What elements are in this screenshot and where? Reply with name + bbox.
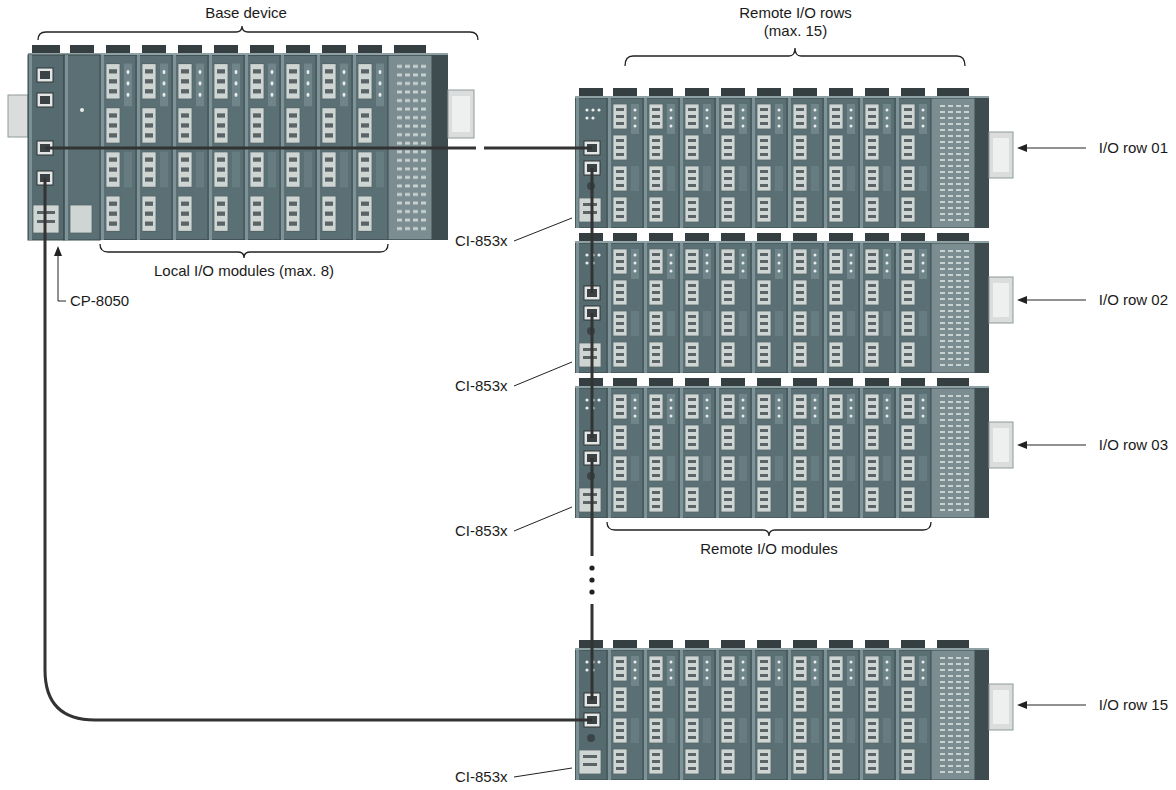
network-cable <box>45 245 575 720</box>
arrowhead <box>1017 144 1027 152</box>
bracket <box>100 244 388 258</box>
row-label: I/O row 01 <box>1099 139 1168 157</box>
remote-row-drawing <box>575 233 1013 373</box>
cable-stub <box>591 168 594 228</box>
leader-line <box>58 254 66 301</box>
leader-line <box>514 362 572 386</box>
continuation-dots <box>589 565 594 570</box>
cable-stub <box>45 148 592 720</box>
arrowhead <box>1017 441 1027 449</box>
row-label: I/O row 15 <box>1099 696 1168 714</box>
part-label: CI-853x <box>455 768 508 786</box>
cable-stub <box>591 313 594 373</box>
leader-line <box>1024 148 1086 149</box>
network-cable <box>591 518 594 640</box>
arrowhead <box>1017 701 1027 709</box>
network-cable <box>591 228 594 233</box>
base-device: Base device <box>8 4 484 245</box>
leader-line <box>1024 705 1086 706</box>
cable-stub <box>575 719 592 722</box>
bracket <box>38 26 478 40</box>
io-row: I/O row 02 <box>575 233 1172 373</box>
group-label: Remote I/O modules <box>607 540 931 558</box>
row-label: I/O row 02 <box>1099 291 1168 309</box>
remote-row-drawing <box>575 640 1013 780</box>
base-device-drawing <box>29 55 32 240</box>
cable-stub <box>591 233 594 293</box>
part-label: CI-853x <box>455 377 508 395</box>
leader-line <box>514 218 572 241</box>
remote-row-drawing <box>575 88 1013 228</box>
continuation-dots <box>589 589 594 594</box>
network-cable <box>484 147 575 150</box>
io-row: I/O row 03 <box>575 378 1172 518</box>
leader-line <box>1024 445 1086 446</box>
base-device-drawing <box>452 96 470 132</box>
group-label: Local I/O modules (max. 8) <box>100 262 388 280</box>
part-label: CP-8050 <box>70 292 129 310</box>
cable-stub <box>591 640 594 700</box>
leader-line <box>514 507 572 531</box>
network-cable <box>591 373 594 378</box>
base-device-drawing <box>8 95 28 137</box>
continuation-dots <box>589 565 594 594</box>
cable-stub <box>591 458 594 518</box>
arrowhead <box>54 144 1027 709</box>
part-label: CI-853x <box>455 522 508 540</box>
leader-line <box>58 148 1086 777</box>
base-device-drawing <box>37 93 53 107</box>
leader-line <box>514 768 572 777</box>
cable-stub <box>45 147 476 150</box>
io-row: I/O row 01 <box>575 88 1172 228</box>
remote-row-drawing <box>575 378 1013 518</box>
base-device-drawing <box>40 71 50 79</box>
cable-stub <box>591 378 594 438</box>
part-label: CI-853x <box>455 232 508 250</box>
continuation-dots <box>589 577 594 582</box>
io-row: I/O row 15 <box>575 640 1172 780</box>
group-label: Remote I/O rows (max. 15) <box>733 4 858 40</box>
base-device-drawing <box>70 205 92 233</box>
base-device-drawing <box>448 90 474 138</box>
bracket <box>607 522 931 536</box>
bracket <box>625 48 965 66</box>
bracket <box>38 26 965 536</box>
cable-stub <box>575 147 592 150</box>
base-device-drawing <box>8 45 474 240</box>
row-label: I/O row 03 <box>1099 436 1168 454</box>
device-heading: Base device <box>8 4 484 22</box>
arrowhead <box>54 246 62 256</box>
base-device-drawing <box>37 68 53 82</box>
base-device-drawing <box>80 108 84 112</box>
cable-stub <box>44 178 47 245</box>
leader-line <box>1024 300 1086 301</box>
remote-row-drawing <box>575 88 1013 780</box>
base-device-drawing <box>40 96 50 104</box>
arrowhead <box>1017 296 1027 304</box>
